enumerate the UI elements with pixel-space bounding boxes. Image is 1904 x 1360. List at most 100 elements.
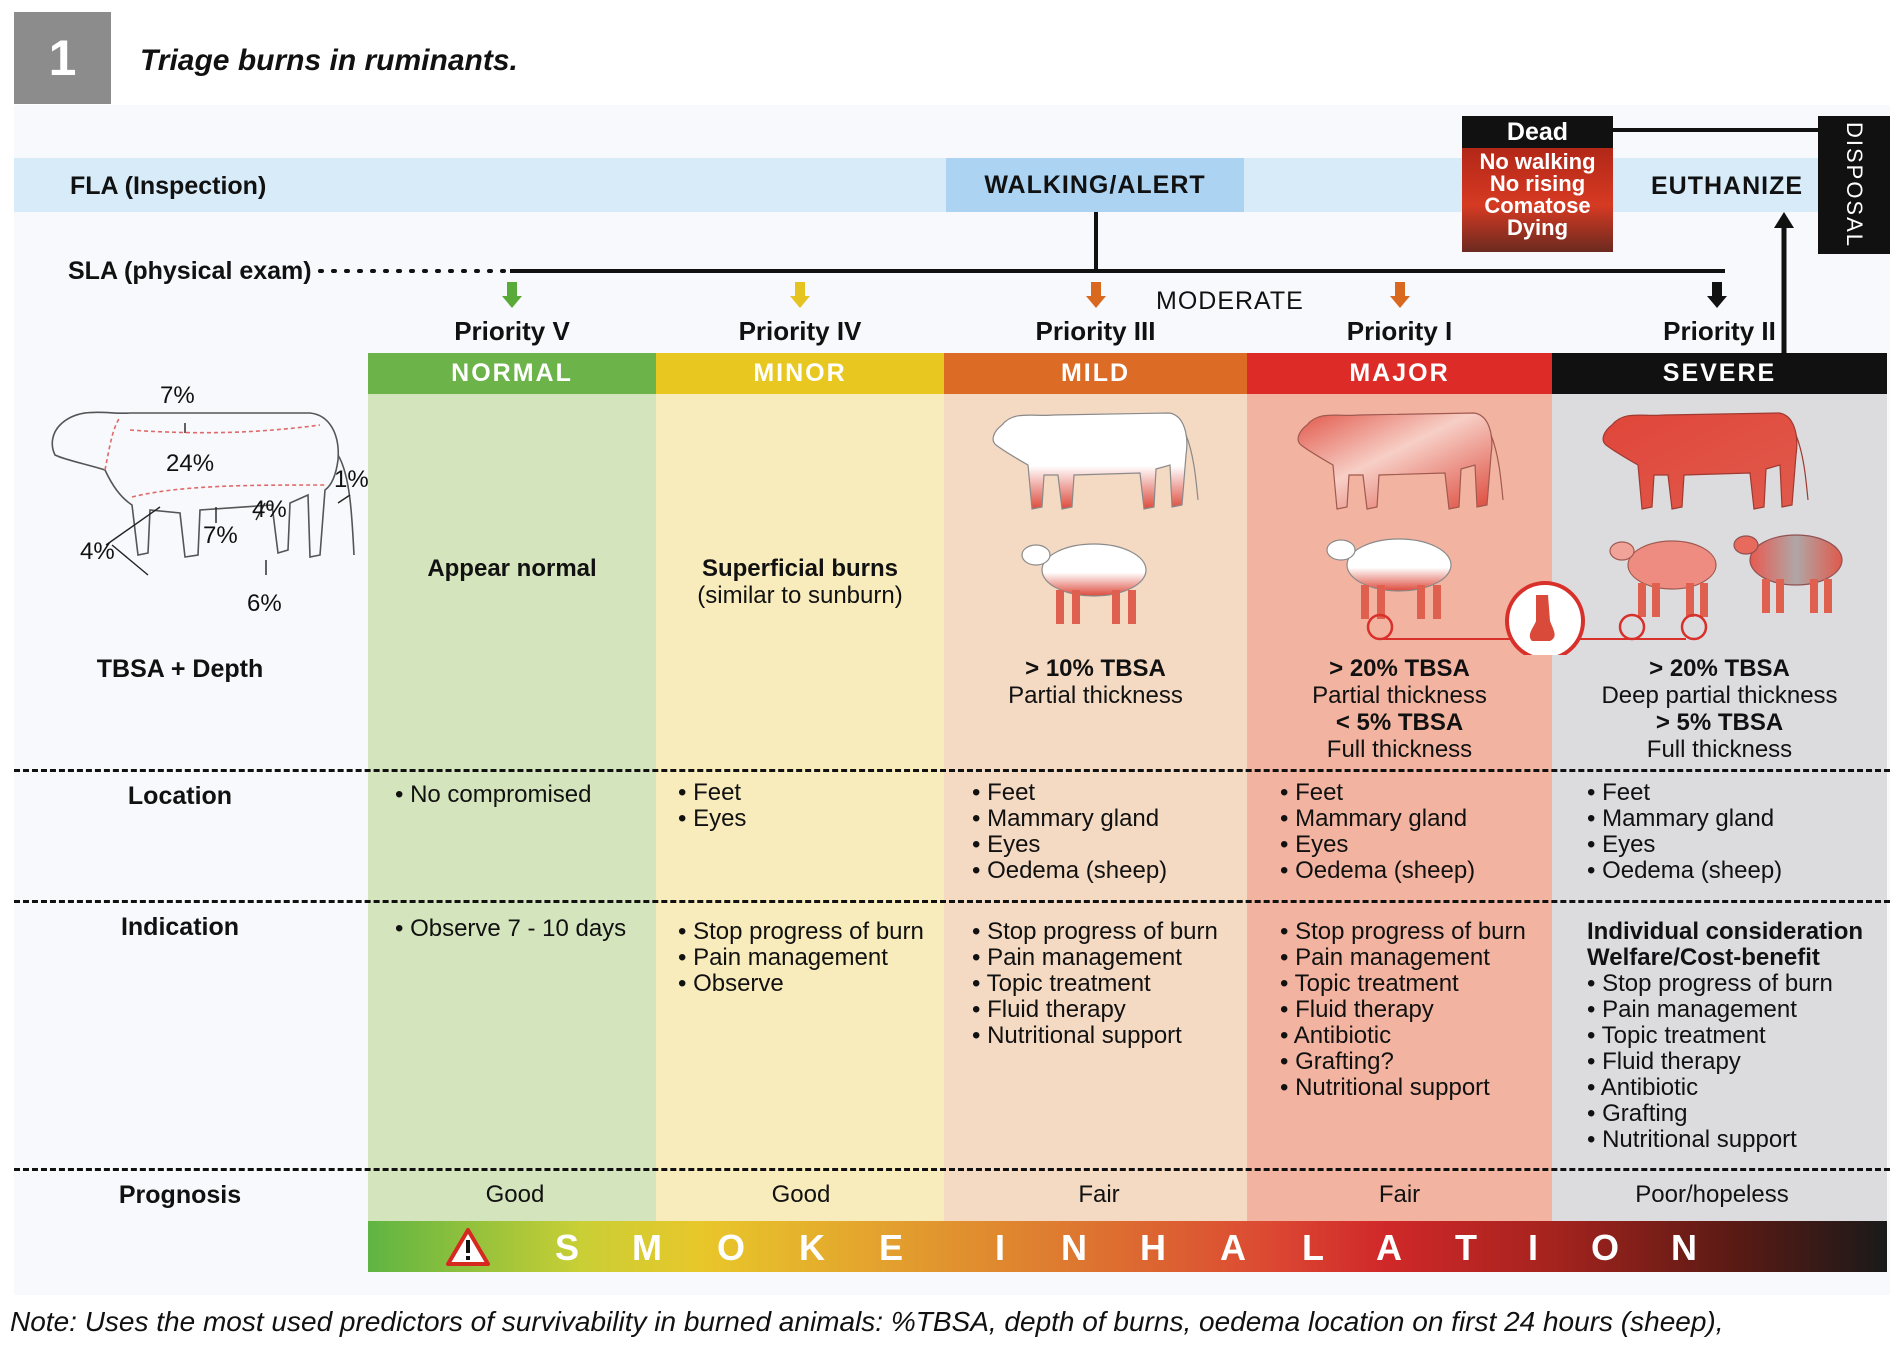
priority-label: Priority I [1346, 316, 1453, 346]
list-item: • Topic treatment [1587, 1022, 1766, 1049]
leader-tail [337, 494, 351, 504]
list-item: • Stop progress of burn [972, 918, 1218, 945]
desc-tbsa: > 20% TBSA [1329, 655, 1470, 682]
cow-tail [337, 454, 355, 556]
desc-tbsa: > 20% TBSA [1649, 655, 1790, 682]
leader-udder [255, 502, 266, 521]
desc-sub: (similar to sunburn) [697, 582, 903, 609]
separator-location [14, 769, 1890, 772]
list-item: • Antibiotic [1587, 1074, 1699, 1101]
category-header-mild: MILD [944, 353, 1247, 394]
desc-thickness: Partial thickness [1312, 682, 1487, 709]
list-item: • Nutritional support [1280, 1074, 1490, 1101]
row-label-indication: Indication [120, 913, 240, 941]
indication-list-minor: • Stop progress of burn • Pain managemen… [678, 919, 924, 997]
dead-line: No walking [1479, 149, 1596, 174]
leader-foreleg-a [105, 506, 161, 546]
region-line-back [129, 424, 321, 434]
desc-thickness: Deep partial thickness [1601, 682, 1838, 709]
list-item: • Fluid therapy [1587, 1048, 1741, 1075]
smoke-letter: S [554, 1227, 579, 1268]
list-item: • Oedema (sheep) [1587, 857, 1783, 884]
location-list-mild: • Feet • Mammary gland • Eyes • Oedema (… [972, 780, 1167, 884]
list-item: • Topic treatment [972, 970, 1151, 997]
list-item: • Oedema (sheep) [1280, 857, 1476, 884]
category-header-normal: NORMAL [368, 353, 656, 394]
list-item: • Pain management [678, 944, 888, 971]
column-bg-normal [368, 353, 656, 1265]
tbsa-depth-label: TBSA + Depth [96, 655, 264, 683]
indication-list-normal: • Observe 7 - 10 days [395, 916, 626, 942]
desc-normal: Appear normal [368, 555, 656, 582]
desc-thickness: Full thickness [1646, 736, 1793, 763]
tbsa-pct: 1% [334, 466, 369, 493]
column-bg-major [1247, 353, 1552, 1265]
list-item: • Grafting [1587, 1100, 1688, 1127]
desc-tbsa: > 5% TBSA [1655, 709, 1784, 736]
arrow-mild [1086, 282, 1106, 308]
row-label-prognosis: Prognosis [118, 1181, 242, 1209]
arrow-major [1390, 282, 1410, 308]
priority-label: Priority IV [738, 316, 862, 346]
list-item: • Grafting? [1280, 1048, 1394, 1075]
walking-alert-box: WALKING/ALERT [946, 158, 1244, 212]
list-item: • Stop progress of burn [1587, 970, 1833, 997]
list-item: • Pain management [1587, 996, 1797, 1023]
list-item: • Eyes [972, 831, 1041, 858]
major-cow [1297, 412, 1504, 510]
list-item: • Topic treatment [1280, 970, 1459, 997]
tbsa-pct: 4% [252, 496, 287, 523]
dead-line: No rising [1489, 171, 1586, 196]
list-item: • Observe [678, 970, 784, 997]
prognosis-value: Good [771, 1181, 831, 1208]
severe-cow [1602, 412, 1809, 510]
column-bg-severe [1552, 353, 1887, 1265]
tbsa-pct: 24% [166, 450, 215, 477]
region-line-neck [104, 416, 121, 471]
list-item: • Eyes [678, 805, 747, 832]
region-line-belly [131, 484, 326, 498]
desc-bold: Superficial burns [701, 555, 899, 582]
tbsa-pct: 7% [203, 522, 238, 549]
prognosis-value: Fair [1378, 1181, 1421, 1208]
list-item: • Fluid therapy [1280, 996, 1434, 1023]
smoke-letter: T [1455, 1227, 1477, 1268]
indication-list-mild: • Stop progress of burn • Pain managemen… [972, 919, 1218, 1049]
list-item: • Antibiotic [1280, 1022, 1392, 1049]
priority-label: Priority III [1035, 316, 1156, 346]
hoof-callout [1366, 581, 1708, 655]
disposal-box [1818, 116, 1890, 254]
smoke-letter: O [1590, 1227, 1619, 1268]
arrow-normal [502, 282, 522, 308]
category-header-minor: MINOR [656, 353, 944, 394]
mild-sheep [1021, 543, 1147, 624]
mild-cow [992, 412, 1199, 510]
indication-heading: Welfare/Cost-benefit [1587, 944, 1820, 971]
indication-heading: Individual consideration [1587, 918, 1864, 945]
smoke-letter: N [1671, 1227, 1697, 1268]
location-list-severe: • Feet • Mammary gland • Eyes • Oedema (… [1587, 780, 1782, 884]
desc-severe: > 20% TBSA Deep partial thickness > 5% T… [1552, 655, 1887, 763]
list-item: • Mammary gland [972, 805, 1160, 832]
smoke-letter: I [1527, 1227, 1538, 1268]
figure-title: Triage burns in ruminants. [140, 44, 518, 77]
list-item: • Eyes [1280, 831, 1349, 858]
flow-connectors [318, 128, 1818, 353]
desc-thickness: Full thickness [1326, 736, 1473, 763]
list-item: • Stop progress of burn [678, 918, 924, 945]
fla-label: FLA (Inspection) [70, 172, 267, 200]
list-item: • Feet [678, 779, 742, 806]
list-item: • Oedema (sheep) [972, 857, 1168, 884]
smoke-letter: H [1140, 1227, 1166, 1268]
sla-label: SLA (physical exam) [68, 257, 312, 285]
dead-line: Comatose [1484, 193, 1591, 218]
indication-list-severe: Individual consideration Welfare/Cost-be… [1587, 919, 1863, 1153]
smoke-letter: A [1376, 1227, 1402, 1268]
warning-icon [446, 1228, 490, 1266]
row-label-location: Location [127, 782, 233, 810]
smoke-inhalation-bar [368, 1221, 1887, 1272]
smoke-letter: M [632, 1227, 662, 1268]
list-item: • Fluid therapy [972, 996, 1126, 1023]
priority-label: Priority V [454, 316, 570, 346]
location-list-normal: • No compromised [395, 782, 591, 808]
